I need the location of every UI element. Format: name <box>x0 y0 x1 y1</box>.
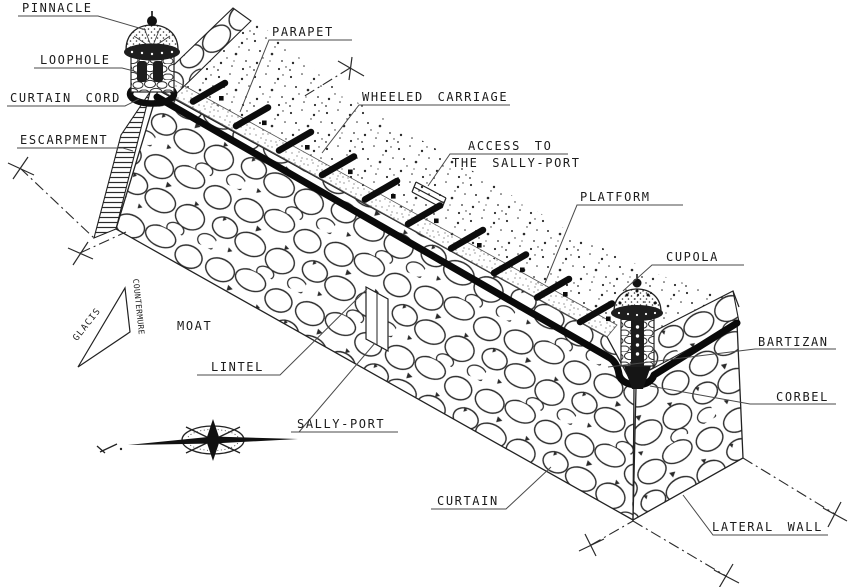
center-lines <box>7 56 848 587</box>
loophole-slit <box>153 61 163 82</box>
label-bartizan: BARTIZAN <box>758 335 829 349</box>
label-glacis: GLACIS <box>71 306 103 343</box>
escarpment-slope <box>93 91 151 239</box>
sally-port-door <box>365 285 389 353</box>
left-turret <box>124 11 180 107</box>
label-sally-port: SALLY-PORT <box>297 417 385 431</box>
label-access-line2: THE SALLY-PORT <box>452 156 581 170</box>
label-curtain-cord: CURTAIN CORD <box>10 91 121 105</box>
label-lateral-wall: LATERAL WALL <box>712 520 823 534</box>
corbel-bracket <box>624 366 651 389</box>
label-moat: MOAT <box>177 319 212 333</box>
label-curtain: CURTAIN <box>437 494 499 508</box>
label-loophole: LOOPHOLE <box>40 53 111 67</box>
loophole-slit <box>137 61 147 82</box>
label-escarpment: ESCARPMENT <box>20 133 108 147</box>
glacis-triangle <box>77 286 131 368</box>
terrain-stipple <box>172 17 736 350</box>
label-parapet: PARAPET <box>272 25 334 39</box>
left-turret-cornice <box>124 43 180 61</box>
pinnacle-ball <box>147 16 157 26</box>
access-steps <box>411 181 447 209</box>
label-lintel: LINTEL <box>211 360 264 374</box>
label-cupola: CUPOLA <box>666 250 719 264</box>
right-turret <box>611 274 663 389</box>
cupola-pinnacle <box>632 278 642 288</box>
lateral-parapet-edge <box>732 290 740 308</box>
curtain-cord-line <box>153 93 741 389</box>
labels: PINNACLE LOOPHOLE CURTAIN CORD ESCARPMEN… <box>10 1 829 534</box>
label-countermure: COUNTERMURE <box>131 278 146 335</box>
leader-lines <box>7 15 836 536</box>
label-wheeled-carriage: WHEELED CARRIAGE <box>362 90 508 104</box>
right-turret-cornice <box>611 305 663 321</box>
compass-rose <box>96 419 298 461</box>
label-corbel: CORBEL <box>776 390 829 404</box>
label-access-line1: ACCESS TO <box>468 139 552 153</box>
label-pinnacle: PINNACLE <box>22 1 93 15</box>
label-platform: PLATFORM <box>580 190 651 204</box>
